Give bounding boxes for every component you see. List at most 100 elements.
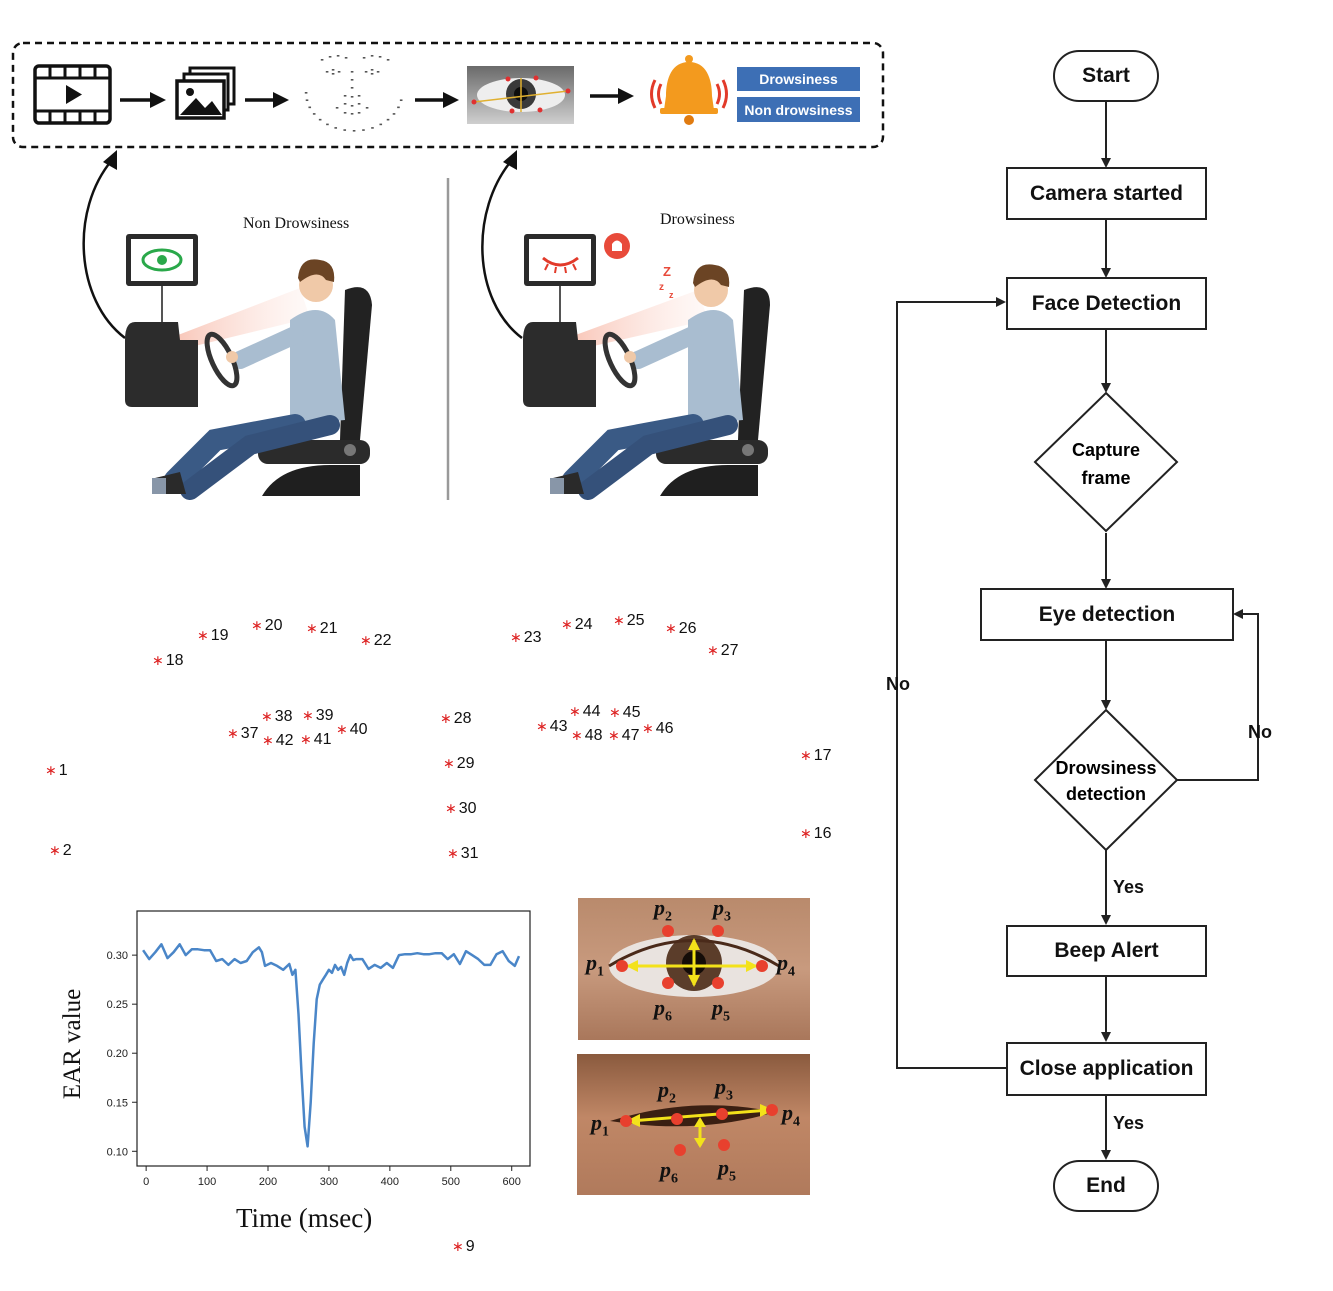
landmark-dot <box>378 56 382 58</box>
landmark-number: 37 <box>240 725 259 742</box>
feedback-arrow <box>82 150 126 339</box>
landmark-number: 42 <box>275 732 294 749</box>
landmark-label-2: ∗2 <box>49 842 72 860</box>
landmark-label-26: ∗26 <box>665 620 697 638</box>
landmark-dot <box>364 71 368 73</box>
landmark-marker: ∗ <box>800 747 812 763</box>
landmark-marker: ∗ <box>609 704 621 720</box>
eye-point-p5: p5 <box>718 1155 736 1185</box>
landmark-dot <box>334 127 338 129</box>
x-tick-label: 100 <box>198 1176 216 1188</box>
landmark-marker: ∗ <box>445 800 457 816</box>
pipeline-graphics <box>33 55 728 500</box>
feedback-arrow <box>481 150 523 339</box>
landmark-marker: ∗ <box>510 629 522 645</box>
landmark-dot <box>371 127 374 129</box>
sleep-zzz-icon: Zzz <box>659 264 674 300</box>
landmark-dot <box>343 95 347 97</box>
landmark-label-38: ∗38 <box>261 708 293 726</box>
eye-point-p3: p3 <box>713 895 731 925</box>
landmark-label-22: ∗22 <box>360 632 392 650</box>
face-landmarks-icon <box>304 55 403 132</box>
flow-label-no-left: No <box>886 674 910 694</box>
drowsiness-line-1: Drowsiness <box>1055 758 1157 778</box>
landmark-number: 19 <box>210 627 229 644</box>
flow-label-no-right: No <box>1248 722 1272 742</box>
flow-label-yes-1: Yes <box>1113 877 1145 897</box>
landmark-number: 9 <box>465 1238 475 1255</box>
flow-face-detection: Face Detection <box>1006 277 1207 330</box>
flow-eye-detection: Eye detection <box>980 588 1234 641</box>
driver-scene-awake <box>125 234 372 500</box>
svg-text:Z: Z <box>663 264 671 279</box>
landmark-dot <box>386 59 390 61</box>
landmark-dot <box>357 103 361 105</box>
flow-drowsiness-detection-label: Drowsiness detection <box>1036 755 1176 807</box>
landmark-marker: ∗ <box>49 842 61 858</box>
closed-eye-icon <box>542 256 579 274</box>
landmark-dot <box>337 71 341 73</box>
landmark-dot <box>370 55 374 57</box>
landmark-marker: ∗ <box>613 612 625 628</box>
driver-scene-drowsy: Zzz <box>523 233 770 500</box>
eye-point-p3: p3 <box>715 1074 733 1104</box>
landmark-marker: ∗ <box>300 731 312 747</box>
landmark-number: 44 <box>582 703 601 720</box>
landmark-marker: ∗ <box>45 762 57 778</box>
y-tick-label: 0.10 <box>107 1146 128 1158</box>
landmark-dot <box>350 96 354 98</box>
chart-xlabel: Time (msec) <box>236 1203 373 1233</box>
capture-line-2: frame <box>1081 468 1131 488</box>
landmark-marker: ∗ <box>665 620 677 636</box>
scene-title-non-drowsiness: Non Drowsiness <box>243 215 350 232</box>
landmark-dot <box>328 56 332 58</box>
landmark-marker: ∗ <box>302 707 314 723</box>
landmark-label-21: ∗21 <box>306 620 338 638</box>
eye-point-p2: p2 <box>654 895 672 925</box>
landmark-marker: ∗ <box>452 1238 464 1254</box>
landmark-dot <box>350 113 354 115</box>
landmark-number: 18 <box>165 652 184 669</box>
landmark-label-44: ∗44 <box>569 703 601 721</box>
landmark-dot <box>320 59 324 61</box>
eye-point-p6: p6 <box>660 1157 678 1187</box>
images-icon <box>175 66 236 120</box>
landmark-label-43: ∗43 <box>536 718 568 736</box>
eye-point-p4: p4 <box>782 1100 800 1130</box>
eye-photo <box>467 66 574 124</box>
drowsiness-line-2: detection <box>1065 784 1146 804</box>
landmark-label-1: ∗1 <box>45 762 68 780</box>
landmark-dot <box>350 105 354 107</box>
landmark-number: 24 <box>574 616 593 633</box>
pipeline-panel <box>11 41 885 150</box>
landmark-number: 17 <box>813 747 832 764</box>
landmark-dot <box>370 69 374 71</box>
landmark-marker: ∗ <box>443 755 455 771</box>
landmark-dot <box>343 103 347 105</box>
arrow-icon <box>120 92 166 108</box>
landmark-number: 22 <box>373 632 392 649</box>
landmark-marker: ∗ <box>707 642 719 658</box>
landmark-dot <box>350 87 354 89</box>
flow-close-application: Close application <box>1006 1042 1207 1096</box>
landmark-label-16: ∗16 <box>800 825 832 843</box>
flow-beep-alert: Beep Alert <box>1006 925 1207 977</box>
landmark-dot <box>370 73 374 75</box>
landmark-marker: ∗ <box>608 727 620 743</box>
landmark-dot <box>357 95 361 97</box>
y-tick-label: 0.15 <box>107 1097 128 1109</box>
landmark-label-48: ∗48 <box>571 727 603 745</box>
landmark-label-29: ∗29 <box>443 755 475 773</box>
landmark-label-41: ∗41 <box>300 731 332 749</box>
landmark-marker: ∗ <box>571 727 583 743</box>
arrow-icon <box>415 92 459 108</box>
arrow-icon <box>590 88 634 104</box>
landmark-number: 48 <box>584 727 603 744</box>
eye-point-p2: p2 <box>658 1077 676 1107</box>
landmark-label-18: ∗18 <box>152 652 184 670</box>
landmark-number: 46 <box>655 720 674 737</box>
landmark-number: 28 <box>453 710 472 727</box>
output-label-non-drowsiness: Non drowsiness <box>737 97 860 122</box>
landmark-dot <box>397 106 400 109</box>
x-tick-label: 500 <box>442 1176 460 1188</box>
